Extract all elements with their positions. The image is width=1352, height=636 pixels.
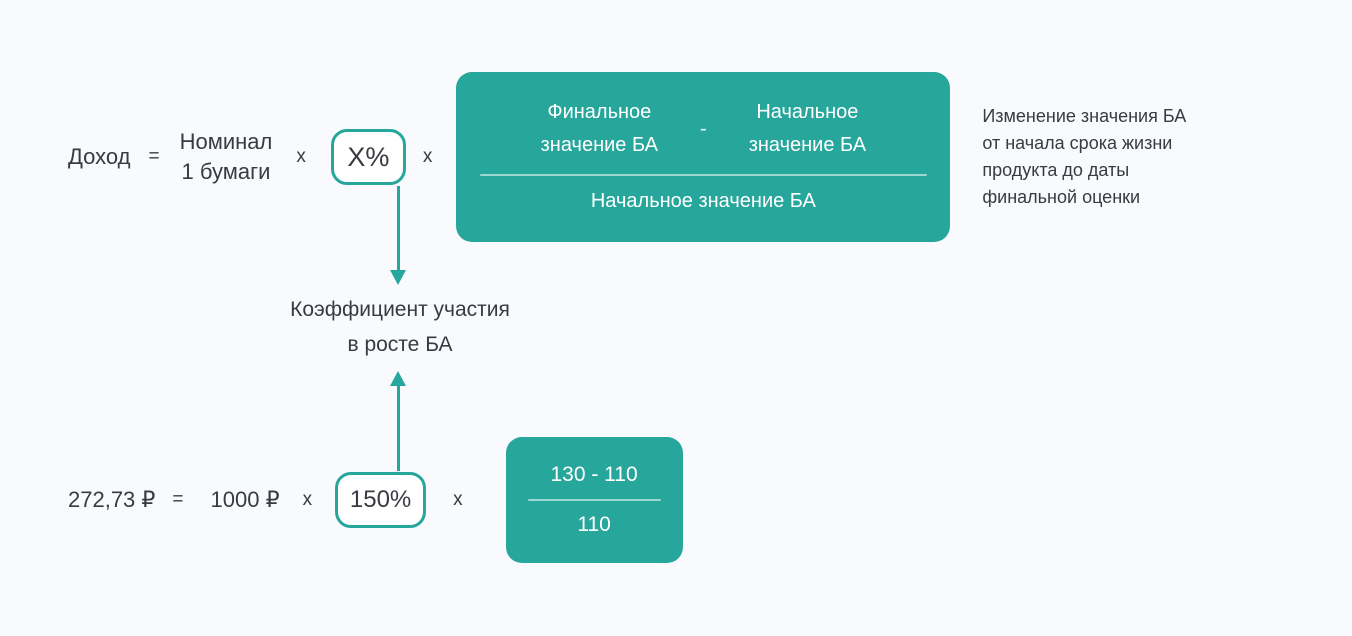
participation-coefficient-box: X% (330, 129, 406, 185)
general-result-label: Доход (68, 144, 131, 169)
nominal-line2: 1 бумаги (181, 159, 271, 184)
coefficient-label-line1: Коэффициент участия (290, 298, 510, 321)
example-result-value: 272,73 ₽ (68, 487, 156, 512)
annotation-line3: продукта до даты (982, 160, 1130, 180)
down-arrow-head (390, 270, 406, 285)
example-nominal-value: 1000 ₽ (210, 487, 280, 512)
example-fraction-numerator: 130 - 110 (550, 463, 638, 486)
final-ba-value-label: Финальное значение БА (541, 96, 658, 162)
multiply-sign: x (302, 489, 313, 510)
example-formula-row: 272,73 ₽ = 1000 ₽ x 150% x 130 - 110 110 (68, 437, 683, 563)
annotation-line4: финальной оценки (982, 187, 1141, 207)
fraction-numerator: Финальное значение БА - Начальное значен… (456, 96, 950, 162)
multiply-sign: x (296, 146, 306, 167)
nominal-per-security-label: Номинал 1 бумаги (180, 127, 273, 187)
up-arrow (390, 371, 406, 471)
down-arrow (390, 186, 406, 285)
example-fraction-box: 130 - 110 110 (505, 437, 683, 563)
fraction-line (527, 499, 661, 501)
initial-ba-line1: Начальное (756, 101, 859, 123)
equals-sign: = (148, 146, 160, 167)
fraction-line (479, 174, 927, 176)
example-coefficient-value: 150% (349, 486, 412, 513)
participation-coefficient-value: X% (347, 141, 390, 172)
example-coefficient-box: 150% (335, 472, 427, 528)
up-arrow-head (390, 371, 406, 386)
participation-coefficient-label: Коэффициент участия в росте БА (230, 292, 570, 362)
ba-change-fraction-box: Финальное значение БА - Начальное значен… (456, 72, 951, 242)
initial-ba-line2: значение БА (748, 134, 867, 156)
final-ba-line1: Финальное (547, 101, 652, 123)
example-fraction-denominator: 110 (577, 513, 611, 536)
up-arrow-line (396, 386, 400, 471)
multiply-sign: x (422, 146, 433, 167)
minus-sign: - (700, 117, 707, 140)
initial-ba-value-label: Начальное значение БА (749, 96, 866, 162)
annotation-line2: от начала срока жизни (982, 133, 1173, 153)
general-formula-row: Доход = Номинал 1 бумаги x X% x Финально… (68, 72, 1186, 242)
down-arrow-line (396, 186, 400, 270)
multiply-sign: x (453, 489, 463, 510)
equals-sign: = (172, 489, 184, 510)
nominal-line1: Номинал (179, 129, 273, 154)
coefficient-label-line2: в росте БА (347, 333, 453, 356)
ba-change-annotation: Изменение значения БА от начала срока жи… (982, 103, 1186, 211)
fraction-denominator: Начальное значение БА (590, 190, 816, 212)
final-ba-line2: значение БА (540, 134, 659, 156)
annotation-line1: Изменение значения БА (982, 106, 1187, 126)
